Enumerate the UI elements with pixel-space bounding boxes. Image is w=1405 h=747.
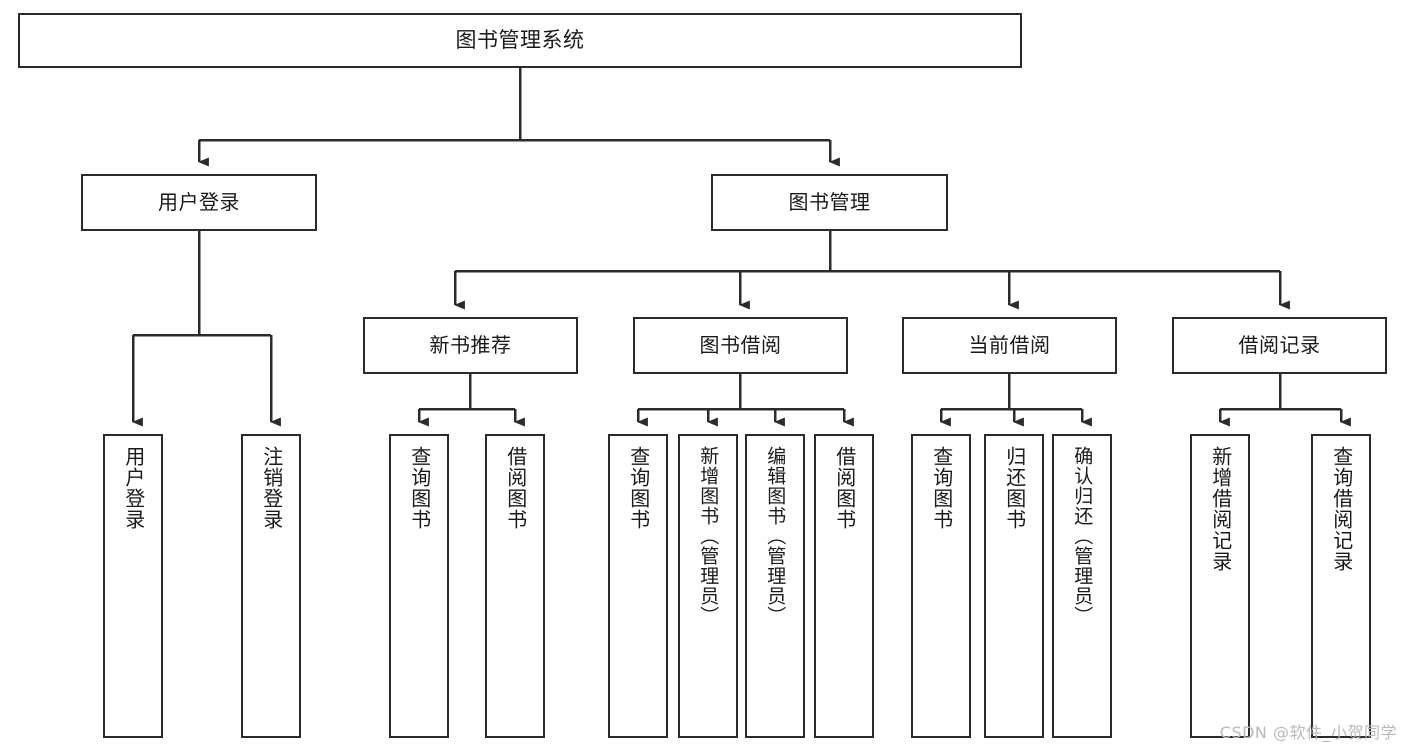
node-root-label: 图书管理系统 (455, 28, 585, 53)
watermark: CSDN @软件_小贺同学 (1219, 723, 1397, 742)
node-leaf-return-book-label: 归还图书 (1002, 446, 1027, 530)
node-leaf-borrow-book-1[interactable]: 借阅图书 (485, 434, 545, 738)
node-leaf-logout-label: 注销登录 (259, 446, 284, 530)
node-leaf-logout[interactable]: 注销登录 (241, 434, 301, 738)
node-leaf-user-login[interactable]: 用户登录 (103, 434, 163, 738)
node-leaf-borrow-book-1-label: 借阅图书 (503, 446, 528, 530)
node-leaf-query-book-2-label: 查询图书 (626, 446, 651, 530)
node-leaf-edit-book[interactable]: 编辑图书（管理员） (745, 434, 805, 738)
node-leaf-add-book[interactable]: 新增图书（管理员） (678, 434, 738, 738)
node-book-borrow-label: 图书借阅 (699, 333, 782, 357)
node-new-book-recommend-label: 新书推荐 (429, 333, 512, 357)
node-leaf-add-record-label: 新增借阅记录 (1208, 446, 1233, 572)
node-book-manage-label: 图书管理 (788, 190, 871, 214)
node-leaf-edit-book-label: 编辑图书（管理员） (764, 446, 787, 626)
node-leaf-query-record[interactable]: 查询借阅记录 (1311, 434, 1371, 738)
node-leaf-query-record-label: 查询借阅记录 (1329, 446, 1354, 572)
node-user-login[interactable]: 用户登录 (81, 174, 317, 231)
node-leaf-add-record[interactable]: 新增借阅记录 (1190, 434, 1250, 738)
node-borrow-record[interactable]: 借阅记录 (1172, 317, 1387, 374)
node-leaf-add-book-label: 新增图书（管理员） (697, 446, 720, 626)
node-leaf-query-book-3[interactable]: 查询图书 (911, 434, 971, 738)
node-new-book-recommend[interactable]: 新书推荐 (363, 317, 578, 374)
node-root[interactable]: 图书管理系统 (18, 13, 1022, 68)
node-leaf-query-book-3-label: 查询图书 (929, 446, 954, 530)
node-borrow-record-label: 借阅记录 (1238, 333, 1321, 357)
node-leaf-query-book-2[interactable]: 查询图书 (608, 434, 668, 738)
node-current-borrow[interactable]: 当前借阅 (902, 317, 1117, 374)
node-book-manage[interactable]: 图书管理 (711, 174, 948, 231)
node-leaf-user-login-label: 用户登录 (121, 446, 146, 530)
node-leaf-return-book[interactable]: 归还图书 (984, 434, 1044, 738)
node-user-login-label: 用户登录 (158, 190, 240, 214)
node-leaf-query-book-1-label: 查询图书 (407, 446, 432, 530)
node-leaf-confirm-return[interactable]: 确认归还（管理员） (1052, 434, 1112, 738)
node-leaf-borrow-book-2[interactable]: 借阅图书 (814, 434, 874, 738)
node-leaf-borrow-book-2-label: 借阅图书 (832, 446, 857, 530)
node-leaf-query-book-1[interactable]: 查询图书 (389, 434, 449, 738)
node-book-borrow[interactable]: 图书借阅 (633, 317, 848, 374)
node-current-borrow-label: 当前借阅 (968, 333, 1051, 357)
node-leaf-confirm-return-label: 确认归还（管理员） (1071, 446, 1094, 626)
